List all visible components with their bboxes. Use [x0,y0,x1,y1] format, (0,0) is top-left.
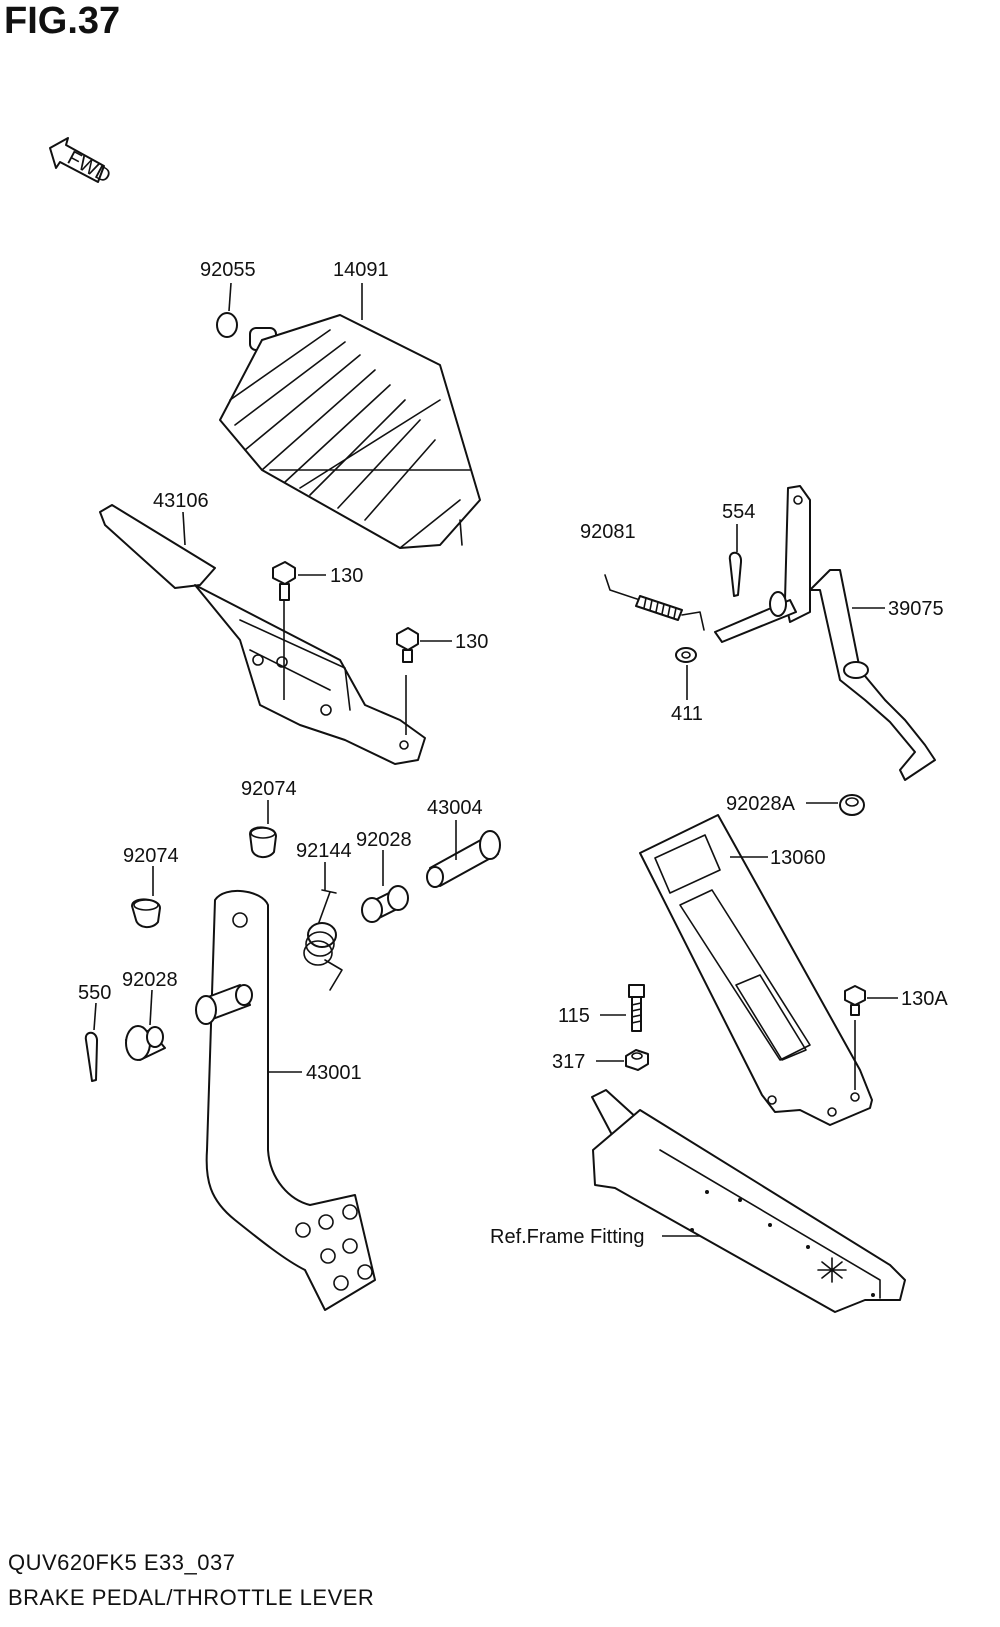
bushing-92028-b[interactable] [125,989,166,1061]
throttle-pedal-13060[interactable] [639,814,873,1126]
spring-92081[interactable] [604,574,705,631]
parking-lever-43106[interactable] [99,504,426,765]
callout-92028-b: 92028 [122,969,178,991]
model-code: QUV620FK5 E33_037 [8,1550,236,1575]
callout-411: 411 [671,703,703,725]
callout-ref-frame: Ref.Frame Fitting [490,1226,644,1248]
throttle-shaft-39075[interactable] [714,485,936,781]
fwd-arrow-icon: FWD [49,137,115,188]
brake-pedal-43001[interactable] [195,889,376,1311]
nut-317[interactable] [596,1049,649,1071]
callout-130A: 130A [901,988,948,1010]
bushing-92028A[interactable] [806,794,865,816]
callout-92028-a: 92028 [356,829,412,851]
callout-92144: 92144 [296,840,352,862]
callout-92081: 92081 [580,521,636,543]
o-ring-92055[interactable] [216,282,238,338]
bolt-115[interactable] [600,984,645,1032]
boot-cover-14091[interactable] [219,283,481,549]
cap-92074-a[interactable] [249,800,277,858]
callout-92028A: 92028A [726,793,796,815]
callout-92074-a: 92074 [241,778,297,800]
spring-92144[interactable] [303,862,343,991]
callout-550: 550 [78,982,111,1004]
washer-411[interactable] [675,647,697,700]
callout-13060: 13060 [770,847,826,869]
cotter-pin-554[interactable] [728,524,743,597]
callout-92055: 92055 [200,259,256,281]
callout-43004: 43004 [427,797,483,819]
fwd-label: FWD [64,147,115,188]
callout-92074-b: 92074 [123,845,179,867]
callout-43106: 43106 [153,490,209,512]
callout-130-a: 130 [330,565,363,587]
callout-43001: 43001 [306,1062,362,1084]
bushing-92028-a[interactable] [361,850,409,923]
figure-title: FIG.37 [4,0,121,42]
pin-43004[interactable] [426,820,501,888]
section-name: BRAKE PEDAL/THROTTLE LEVER [8,1585,375,1610]
bolt-130A[interactable] [844,985,898,1090]
cap-92074-b[interactable] [131,866,161,928]
callout-39075: 39075 [888,598,944,620]
frame-fitting [591,1089,906,1313]
cotter-pin-550[interactable] [84,1002,99,1082]
callout-14091: 14091 [333,259,389,281]
bolt-130-b[interactable] [396,627,452,735]
callout-317: 317 [552,1051,585,1073]
callout-554: 554 [722,501,755,523]
callout-115: 115 [558,1005,590,1027]
bolt-130-a[interactable] [272,561,326,700]
callout-130-b: 130 [455,631,488,653]
